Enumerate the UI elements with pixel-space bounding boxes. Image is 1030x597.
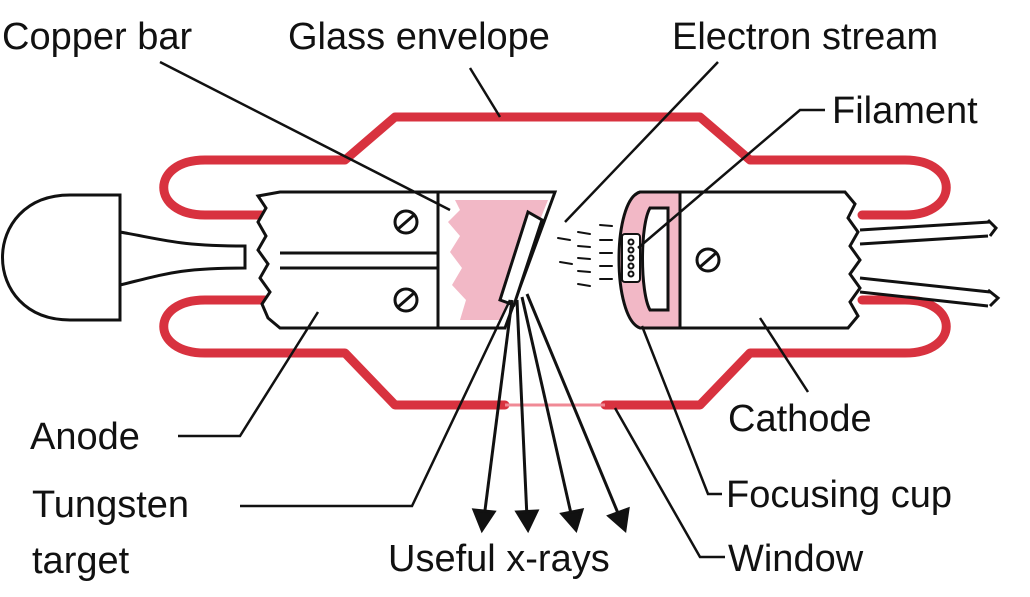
- label-cathode: Cathode: [728, 398, 872, 440]
- filament: [621, 233, 641, 283]
- leader-focusing-cup: [640, 325, 722, 496]
- leader-lines: [159, 60, 825, 559]
- label-tungsten-target-line2: target: [32, 540, 130, 582]
- screw-icon: [393, 287, 419, 313]
- leader-filament: [637, 108, 825, 249]
- screw-icon: [695, 247, 721, 273]
- anode-block: [255, 190, 440, 330]
- copper-bar: [436, 190, 558, 330]
- screw-icon: [393, 209, 419, 235]
- label-window: Window: [728, 538, 864, 580]
- cathode-wires: [859, 218, 1001, 308]
- label-electron-stream: Electron stream: [672, 16, 939, 58]
- label-focusing-cup: Focusing cup: [726, 474, 953, 516]
- leader-tungsten-target: [240, 299, 512, 508]
- label-useful-xrays: Useful x-rays: [388, 538, 610, 580]
- cathode-block: [678, 190, 862, 330]
- leader-copper-bar: [159, 60, 451, 212]
- leader-electron-stream: [564, 61, 719, 223]
- label-anode: Anode: [30, 416, 140, 458]
- label-copper-bar: Copper bar: [2, 16, 193, 58]
- xray-beams: [471, 293, 630, 534]
- leader-cathode: [758, 317, 810, 393]
- label-tungsten-target-line1: Tungsten: [32, 484, 190, 526]
- tungsten-target: [498, 209, 544, 307]
- electron-stream: [557, 224, 613, 287]
- leader-anode: [178, 311, 320, 438]
- anode-terminal: [1, 193, 247, 322]
- leader-glass-envelope: [468, 67, 502, 118]
- leader-window: [613, 407, 725, 559]
- label-glass-envelope: Glass envelope: [288, 16, 550, 58]
- label-filament: Filament: [832, 90, 978, 132]
- glass-envelope: [159, 112, 951, 410]
